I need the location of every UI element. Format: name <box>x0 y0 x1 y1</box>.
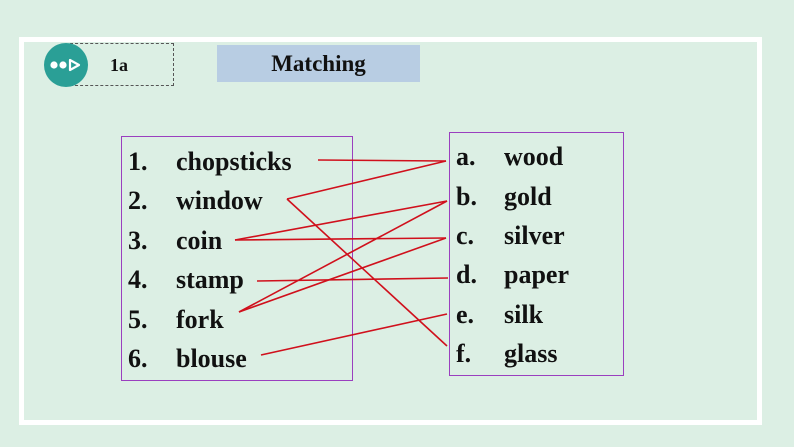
item-letter: a. <box>456 142 476 171</box>
item-letter: b. <box>456 182 477 211</box>
item-word: glass <box>504 339 558 368</box>
item-letter: c. <box>456 221 475 250</box>
item-word: paper <box>504 260 569 289</box>
match-line-blouse-silk <box>260 313 448 356</box>
match-line-coin-gold <box>234 200 448 241</box>
item-word: blouse <box>176 344 247 373</box>
item-word: stamp <box>176 265 244 294</box>
item-word: silk <box>504 300 544 329</box>
item-word: gold <box>504 182 552 211</box>
item-word: wood <box>504 142 564 171</box>
content-frame <box>19 37 762 425</box>
match-line-fork-gold <box>238 200 448 313</box>
match-line-stamp-paper <box>256 277 449 282</box>
item-number: 2. <box>128 186 148 215</box>
item-number: 1. <box>128 147 148 176</box>
item-word: coin <box>176 226 223 255</box>
item-word: window <box>176 186 263 215</box>
page-title: Matching <box>217 45 420 82</box>
match-line-window-wood <box>286 160 447 200</box>
match-line-fork-silver <box>238 237 447 313</box>
item-word: silver <box>504 221 565 250</box>
item-number: 6. <box>128 344 148 373</box>
item-number: 3. <box>128 226 148 255</box>
item-letter: f. <box>456 339 472 368</box>
item-number: 5. <box>128 305 148 334</box>
right-word-column <box>449 132 624 376</box>
item-word: chopsticks <box>176 147 292 176</box>
item-letter: d. <box>456 260 477 289</box>
match-line-window-glass <box>286 198 448 347</box>
section-label: 1a <box>110 55 128 75</box>
item-word: fork <box>176 305 224 334</box>
item-number: 4. <box>128 265 148 294</box>
item-letter: e. <box>456 300 475 329</box>
match-line-chopsticks-wood <box>317 159 447 162</box>
match-line-coin-silver <box>234 237 447 241</box>
triple-arrow-icon <box>44 43 88 87</box>
